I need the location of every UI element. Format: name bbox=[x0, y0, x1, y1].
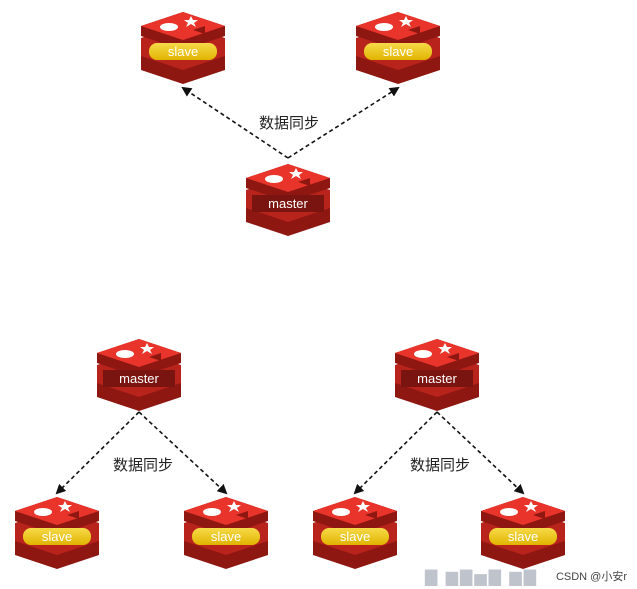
slave-node: slave bbox=[15, 497, 99, 569]
redis-cube-icon bbox=[356, 12, 440, 84]
redis-cube-icon bbox=[481, 497, 565, 569]
slave-label: slave bbox=[168, 44, 198, 59]
slave-label: slave bbox=[42, 529, 72, 544]
slave-label: slave bbox=[340, 529, 370, 544]
master-label: master bbox=[417, 371, 457, 386]
sync-arrow bbox=[138, 411, 228, 495]
slave-node: slave bbox=[184, 497, 268, 569]
master-node: master bbox=[246, 164, 330, 236]
csdn-watermark: CSDN @小安r bbox=[551, 567, 631, 585]
master-label: master bbox=[119, 371, 159, 386]
sync-label: 数据同步 bbox=[410, 456, 470, 474]
slave-node: slave bbox=[356, 12, 440, 84]
master-node: master bbox=[395, 339, 479, 411]
redis-cube-icon bbox=[97, 339, 181, 411]
slave-node: slave bbox=[313, 497, 397, 569]
redis-cube-icon bbox=[246, 164, 330, 236]
slave-label: slave bbox=[211, 529, 241, 544]
sync-label: 数据同步 bbox=[259, 114, 319, 132]
sync-label: 数据同步 bbox=[113, 456, 173, 474]
redis-cube-icon bbox=[15, 497, 99, 569]
redis-cube-icon bbox=[395, 339, 479, 411]
background-watermark-graphic: ▇ ▆▇▅▇ ▆▇ bbox=[425, 569, 539, 586]
sync-arrow bbox=[353, 411, 438, 495]
redis-cube-icon bbox=[141, 12, 225, 84]
sync-arrow bbox=[55, 411, 140, 495]
slave-node: slave bbox=[141, 12, 225, 84]
redis-cube-icon bbox=[184, 497, 268, 569]
master-node: master bbox=[97, 339, 181, 411]
slave-node: slave bbox=[481, 497, 565, 569]
redis-cube-icon bbox=[313, 497, 397, 569]
sync-arrow bbox=[181, 86, 289, 159]
master-label: master bbox=[268, 196, 308, 211]
slave-label: slave bbox=[508, 529, 538, 544]
slave-label: slave bbox=[383, 44, 413, 59]
sync-arrow bbox=[287, 86, 400, 159]
sync-arrow bbox=[436, 411, 525, 495]
